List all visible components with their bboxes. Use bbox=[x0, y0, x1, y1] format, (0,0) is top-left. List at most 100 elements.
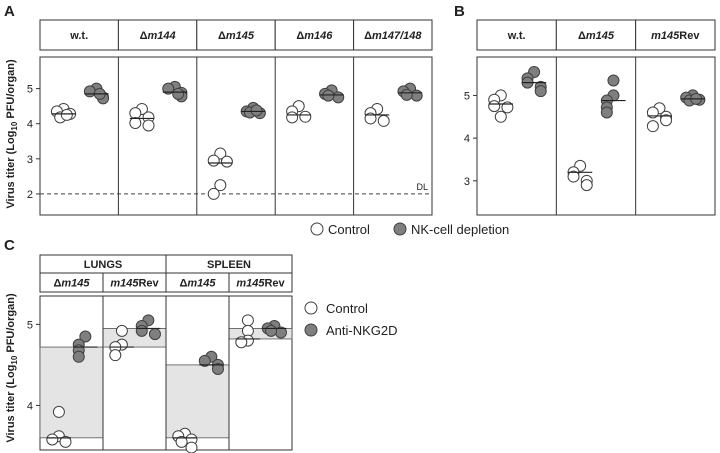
panel-c-group-1-treated-point-2 bbox=[135, 324, 148, 337]
legend-c-control-swatch bbox=[304, 301, 318, 315]
panel-a-group-4-control-point-2 bbox=[364, 112, 377, 125]
panel-a-ylabel-main: Virus titer (Log bbox=[5, 131, 17, 209]
panel-b-header-label-2: m145Rev bbox=[651, 30, 700, 42]
panel-c-header-label-2: Δm145 bbox=[179, 278, 216, 290]
panel-b-group-0-treated-point-4 bbox=[534, 85, 547, 98]
panel-b-group-0-control-point-4 bbox=[494, 110, 507, 123]
panel-c-group-0-treated-point-3 bbox=[72, 350, 85, 363]
panel-a-group-3-control-point-3 bbox=[299, 110, 312, 123]
panel-a-header-label-3: Δm146 bbox=[296, 30, 333, 42]
panel-b-header-label-0: w.t. bbox=[507, 30, 526, 42]
panel-c-header-label-1: m145Rev bbox=[110, 278, 159, 290]
panel-c-group-0-control-point-2 bbox=[46, 433, 59, 446]
panel-a-header-label-4-pre: Δ bbox=[364, 30, 372, 42]
panel-c-header-label-0-it: m145 bbox=[61, 278, 90, 290]
panel-b-group-1-control-point-2 bbox=[567, 170, 580, 183]
panel-a-group-1-control-point-4 bbox=[142, 119, 155, 132]
panel-a-group-2-control-point-2 bbox=[220, 155, 233, 168]
legend-top-control-label: Control bbox=[328, 222, 370, 237]
panel-a-header-label-0: w.t. bbox=[69, 30, 88, 42]
panel-b-group-1-treated-point-0 bbox=[607, 74, 620, 87]
panel-a-header-label-2-it: m145 bbox=[226, 30, 255, 42]
panel-c-header-label-3-it: m145 bbox=[236, 278, 265, 290]
panel-b-header-label-0-post: w.t. bbox=[507, 30, 526, 42]
panel-letter-b: B bbox=[454, 3, 465, 20]
panel-a-ytick-label-0: 2 bbox=[27, 189, 33, 201]
panel-letter-c: C bbox=[4, 237, 15, 254]
panel-a-group-0-treated-point-1 bbox=[83, 85, 96, 98]
panel-a-header-label-1-it: m144 bbox=[147, 30, 175, 42]
panel-a-header-label-2-pre: Δ bbox=[218, 30, 226, 42]
panel-a-header-label-0-post: w.t. bbox=[69, 30, 88, 42]
panel-c-group-1-control-point-3 bbox=[109, 349, 122, 362]
panel-c-range-band-0 bbox=[39, 346, 104, 439]
panel-a-y-axis-label: Virus titer (Log10 PFU/organ) bbox=[5, 59, 19, 209]
panel-c-ytick-label-1: 5 bbox=[27, 319, 33, 331]
panel-a-ytick-label-1: 3 bbox=[27, 154, 33, 166]
panel-c-marks bbox=[39, 296, 293, 453]
panel-a-header-box-2 bbox=[196, 19, 276, 51]
panel-a-header-label-2: Δm145 bbox=[218, 30, 255, 42]
panel-c-group-0-control-point-0 bbox=[52, 405, 65, 418]
panel-c-y-axis: 45 bbox=[27, 319, 40, 412]
panel-a-group-1-treated-point-1 bbox=[162, 82, 175, 95]
panel-a-header-label-4-it: m147/148 bbox=[372, 30, 422, 42]
legend-c: Control Anti-NKG2D bbox=[304, 301, 398, 338]
panel-a-header-label-3-it: m146 bbox=[304, 30, 333, 42]
panel-a-group-2-control-point-3 bbox=[214, 179, 227, 192]
panel-b-header-label-2-it: m145 bbox=[651, 30, 680, 42]
panel-c-group-3-control-point-0 bbox=[241, 314, 254, 327]
panel-a-group-2-control-point-1 bbox=[207, 154, 220, 167]
panel-a-group-4-treated-point-2 bbox=[410, 89, 423, 102]
panel-c-group-1-control-point-0 bbox=[115, 324, 128, 337]
panel-c-range-band-2 bbox=[165, 364, 230, 439]
panel-b-marks bbox=[488, 57, 706, 215]
panel-b-group-0-control-point-2 bbox=[488, 100, 501, 113]
panel-c-ytick-label-0: 4 bbox=[27, 400, 33, 412]
panel-b-ytick-label-1: 4 bbox=[464, 133, 470, 145]
panel-c-group-1-treated-point-3 bbox=[148, 328, 161, 341]
panel-b-ytick-label-2: 5 bbox=[464, 90, 470, 102]
panel-c-header-label-2-it: m145 bbox=[187, 278, 216, 290]
panel-c-group-2-treated-point-1 bbox=[198, 354, 211, 367]
panel-c-header-label-2-pre: Δ bbox=[179, 278, 187, 290]
panel-c-group-3-treated-point-3 bbox=[265, 324, 278, 337]
legend-top: Control NK-cell depletion bbox=[310, 222, 509, 237]
panel-b-plot-frame bbox=[476, 56, 716, 216]
panel-a-header-box-0 bbox=[39, 19, 119, 51]
panel-c-group-3-control-point-3 bbox=[235, 336, 248, 349]
panel-b-group-1-control-point-4 bbox=[580, 179, 593, 192]
panel-a-group-2-treated-point-4 bbox=[250, 104, 263, 117]
panel-c-header-label-0-pre: Δ bbox=[53, 278, 61, 290]
legend-top-depleted-label: NK-cell depletion bbox=[411, 222, 509, 237]
panel-a-detection-limit-label: DL bbox=[416, 182, 428, 192]
panel-c-ylabel-sub: 10 bbox=[10, 355, 19, 364]
panel-b-header-label-1-pre: Δ bbox=[578, 30, 586, 42]
panel-b-ytick-label-0: 3 bbox=[464, 176, 470, 188]
panel-b-header-label-1: Δm145 bbox=[578, 30, 615, 42]
panel-a-plot-frame bbox=[39, 56, 433, 216]
panel-a-group-3-treated-point-2 bbox=[332, 91, 345, 104]
panel-a-group-3-treated-point-3 bbox=[322, 89, 335, 102]
panel-a-marks: DL bbox=[40, 57, 432, 215]
legend-top-depleted-swatch bbox=[393, 222, 407, 236]
panel-c-ylabel-end: PFU/organ) bbox=[5, 293, 17, 356]
panel-a-group-2-control-point-4 bbox=[207, 187, 220, 200]
panel-c-header-label-3: m145Rev bbox=[236, 278, 285, 290]
panel-a-header-label-1-pre: Δ bbox=[140, 30, 148, 42]
panel-a-group-1-control-point-3 bbox=[129, 117, 142, 130]
panel-b-y-axis: 3 4 5 bbox=[464, 90, 477, 188]
panel-b-group-2-control-point-1 bbox=[646, 106, 659, 119]
panel-a-ylabel-sub: 10 bbox=[10, 121, 19, 130]
panel-c-header-label-3-post: Rev bbox=[264, 278, 285, 290]
panel-b-header-box-2 bbox=[635, 19, 716, 51]
legend-top-control-swatch bbox=[310, 222, 324, 236]
panel-c-organ-label-0: LUNGS bbox=[84, 259, 123, 271]
panel-c-group-2-control-point-3 bbox=[175, 435, 188, 448]
